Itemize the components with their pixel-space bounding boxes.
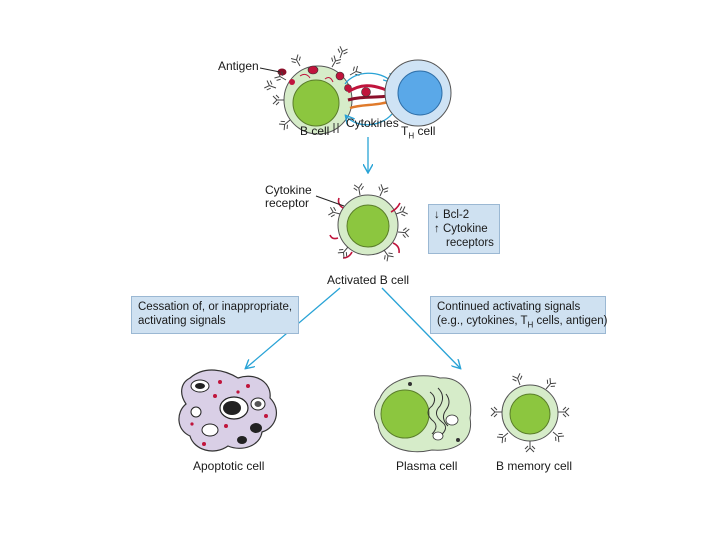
continued-line2-post: cells, antigen) bbox=[533, 315, 608, 327]
apoptotic-cell bbox=[178, 369, 278, 452]
antigen-label: Antigen bbox=[218, 59, 259, 73]
plasma-cell bbox=[373, 375, 472, 453]
th-cell bbox=[384, 59, 452, 127]
cessation-box: Cessation of, or inappropriate, activati… bbox=[131, 296, 299, 334]
bcl2-arrow: ↓ bbox=[434, 209, 440, 221]
activation-box: ↓ Bcl-2 ↑ Cytokine receptors bbox=[428, 204, 500, 254]
apoptotic-cell-label: Apoptotic cell bbox=[193, 459, 265, 473]
receptors-text: receptors bbox=[446, 237, 494, 249]
bt-synapse bbox=[345, 72, 392, 126]
b-cell-label: B cell bbox=[300, 124, 330, 138]
cessation-line2: activating signals bbox=[138, 315, 226, 327]
b-memory-cell-label: B memory cell bbox=[496, 459, 573, 473]
th-cell-label-rest: cell bbox=[417, 124, 436, 138]
b-memory-cell bbox=[490, 372, 570, 453]
antigen-pointer bbox=[259, 67, 281, 73]
cytokine-receptor-line2: receptor bbox=[265, 196, 310, 210]
b-cell-initial bbox=[263, 45, 363, 135]
cytokine-receptor-label: Cytokine receptor bbox=[265, 184, 312, 210]
continued-line2-pre: (e.g., cytokines, T bbox=[437, 315, 528, 327]
th-cell-label-sub: H bbox=[408, 131, 415, 141]
th-cell-label: TH cell bbox=[401, 125, 435, 142]
continued-box: Continued activating signals (e.g., cyto… bbox=[430, 296, 608, 334]
cytokines-label: Cytokines bbox=[346, 116, 399, 130]
plasma-cell-label: Plasma cell bbox=[396, 459, 458, 473]
b-cell-tick-marks bbox=[333, 123, 339, 133]
bcl2-text: Bcl-2 bbox=[442, 209, 470, 221]
cessation-line1: Cessation of, or inappropriate, bbox=[138, 301, 293, 313]
arrow-to-plasma bbox=[381, 287, 460, 368]
continued-line2-sub: H bbox=[527, 320, 534, 330]
activated-b-cell-label: Activated B cell bbox=[327, 273, 410, 287]
activated-b-cell bbox=[327, 182, 410, 263]
cytokine-receptor-pointer bbox=[315, 195, 345, 207]
th-cell-label-t: T bbox=[401, 124, 409, 138]
cytokine-text: Cytokine bbox=[442, 223, 488, 235]
cytokine-arrow: ↑ bbox=[434, 223, 440, 235]
continued-line1: Continued activating signals bbox=[437, 301, 581, 313]
cytokine-receptor-line1: Cytokine bbox=[265, 183, 312, 197]
